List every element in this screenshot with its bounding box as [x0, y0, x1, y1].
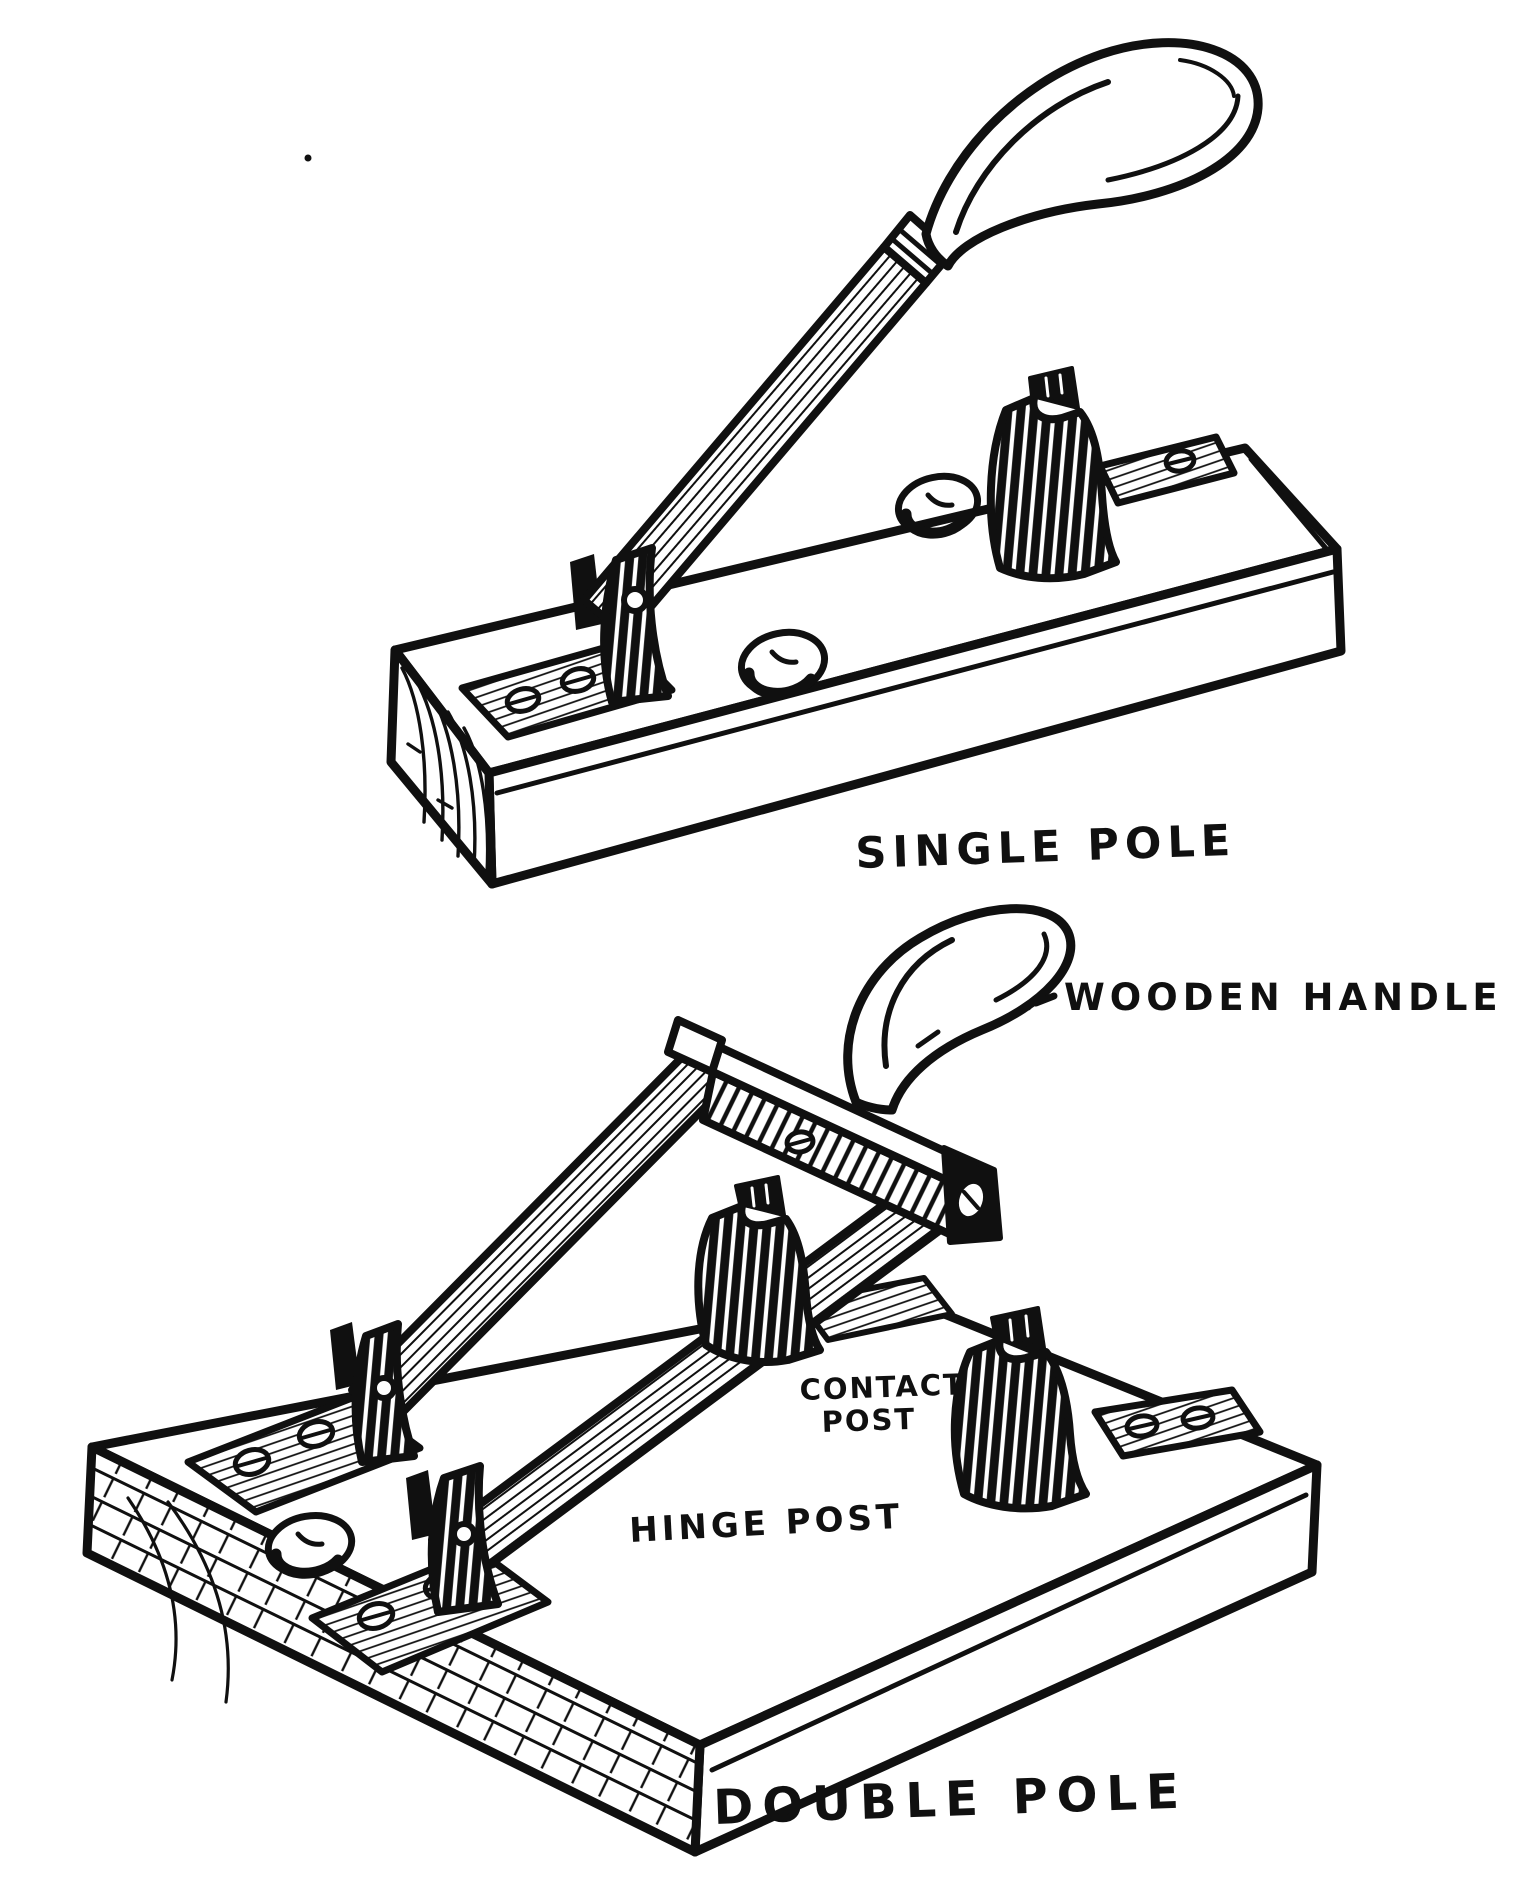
- crossbar: [664, 1016, 1003, 1245]
- hinge-bracket-front: [427, 1462, 502, 1616]
- bracket-rear-ear: [330, 1322, 360, 1390]
- contact-post-clip: [986, 366, 1120, 583]
- countersunk-hole: [894, 472, 982, 539]
- slot-screw: [1124, 1413, 1160, 1439]
- crossbar-right-cap: [941, 1145, 1003, 1245]
- wooden-handle-knob: [921, 38, 1263, 271]
- wood-grain-lines: [126, 1496, 230, 1704]
- clip-tab: [990, 1306, 1046, 1350]
- contact-base-plate: [1096, 433, 1238, 507]
- ink-speck: [304, 154, 312, 162]
- wood-grain-lines: [400, 666, 490, 876]
- pivot-pin: [621, 586, 649, 614]
- board-front-groove-line: [709, 1492, 1309, 1773]
- single-pole-switch-figure: SINGLE POLE: [386, 38, 1346, 889]
- contact-base-plate-front: [1091, 1386, 1264, 1460]
- contact-post-clip-rear: [694, 1175, 824, 1366]
- wooden-handle-knob: [843, 904, 1076, 1115]
- contact-post-clip-front: [950, 1306, 1090, 1513]
- pivot-pin: [451, 1521, 477, 1547]
- countersunk-hole: [737, 628, 829, 699]
- single-pole-caption: SINGLE POLE: [855, 816, 1237, 879]
- pivot-pin: [371, 1375, 397, 1401]
- clip-tab: [734, 1175, 786, 1217]
- hinge-bracket-rear: [351, 1320, 418, 1466]
- slot-screw: [1163, 448, 1197, 474]
- bracket-front-ear: [406, 1470, 436, 1540]
- slot-screw: [504, 686, 542, 714]
- base-front-groove-line: [494, 569, 1336, 796]
- slot-screw: [559, 666, 597, 694]
- slot-screw: [784, 1129, 816, 1155]
- slot-screw: [356, 1601, 396, 1631]
- double-pole-switch-figure: WOODEN HANDLE CONTACT POST HINGE POST DO…: [82, 904, 1503, 1857]
- crossbar-left-tab: [664, 1016, 726, 1076]
- slot-screw: [1180, 1405, 1216, 1431]
- clip-tab: [1028, 366, 1080, 410]
- countersunk-hole: [264, 1512, 356, 1579]
- contact-post-label-line1: CONTACT: [799, 1367, 965, 1407]
- slot-screw: [232, 1447, 272, 1477]
- hinge-bracket: [600, 544, 672, 706]
- label-leader-dash: [1024, 992, 1058, 1011]
- contact-post-label-line2: POST: [821, 1402, 917, 1439]
- slot-screw: [296, 1419, 336, 1449]
- wooden-handle-label: WOODEN HANDLE: [1064, 976, 1503, 1019]
- base-end-edge-line: [1248, 456, 1332, 555]
- contact-base-plate-rear: [797, 1275, 955, 1343]
